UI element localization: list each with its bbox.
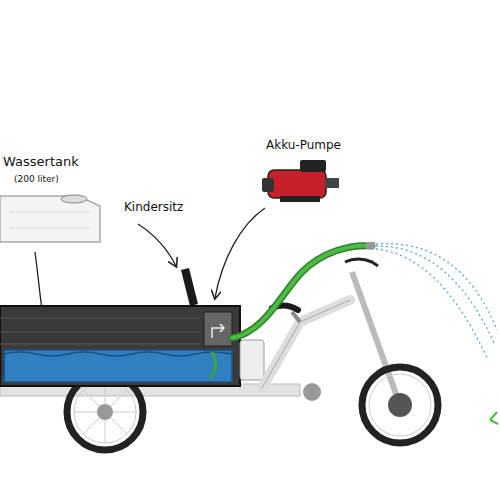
cargo-box <box>0 306 240 386</box>
water-spray <box>376 244 497 360</box>
leader-line <box>138 224 176 266</box>
battery-pump <box>262 160 339 202</box>
part-label: Wassertank <box>3 154 79 169</box>
bike-frame <box>240 259 400 405</box>
child-seat <box>181 268 198 306</box>
hose <box>232 246 372 338</box>
part-label: Akku-Pumpe <box>266 138 341 152</box>
part-label: Kindersitz <box>124 200 183 214</box>
plant-mark <box>490 412 498 424</box>
leader-line <box>215 208 265 298</box>
part-label: (200 liter) <box>14 174 59 184</box>
front-wheel <box>362 367 438 443</box>
water-tank <box>0 195 100 242</box>
